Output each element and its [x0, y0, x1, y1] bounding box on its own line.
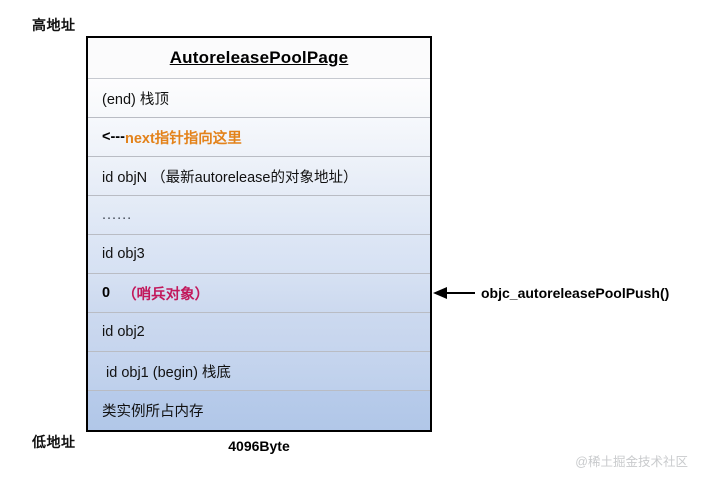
table-row: id objN （最新autorelease的对象地址）: [88, 157, 430, 196]
row-label-obj1-begin: id obj1 (begin) 栈底: [106, 364, 231, 381]
left-arrow-icon: [433, 287, 475, 299]
watermark: @稀土掘金技术社区: [575, 455, 688, 469]
table-row: ......: [88, 196, 430, 235]
table-row: (end) 栈顶: [88, 79, 430, 118]
sentinel-value: 0: [102, 285, 111, 301]
row-label-class-instance-memory: 类实例所占内存: [102, 404, 204, 420]
table-row-sentinel: 0 （哨兵对象）: [88, 274, 430, 313]
push-function-label: objc_autoreleasePoolPush(): [481, 285, 670, 301]
row-label-end-stack-top: (end) 栈顶: [102, 91, 169, 108]
autorelease-pool-page-table: AutoreleasePoolPage (end) 栈顶 <--- next指针…: [86, 36, 432, 432]
row-label-objn: id objN （最新autorelease的对象地址）: [102, 169, 358, 186]
table-row: 类实例所占内存: [88, 391, 430, 430]
row-label-obj3: id obj3: [102, 246, 145, 262]
table-row: id obj1 (begin) 栈底: [88, 352, 430, 391]
page-size-caption: 4096Byte: [228, 438, 290, 454]
table-row: <--- next指针指向这里: [88, 118, 430, 157]
table-header-row: AutoreleasePoolPage: [88, 38, 430, 79]
table-title: AutoreleasePoolPage: [169, 48, 349, 67]
next-pointer-arrow-prefix: <---: [102, 129, 125, 145]
table-row: id obj3: [88, 235, 430, 274]
row-label-ellipsis: ......: [102, 207, 133, 223]
push-annotation: objc_autoreleasePoolPush(): [433, 281, 669, 305]
high-address-label: 高地址: [32, 17, 76, 33]
row-label-next-pointer: next指针指向这里: [124, 130, 242, 147]
low-address-label: 低地址: [32, 434, 76, 450]
table-row: id obj2: [88, 313, 430, 352]
row-label-obj2: id obj2: [102, 324, 145, 340]
row-label-sentinel-object: （哨兵对象）: [122, 286, 210, 303]
